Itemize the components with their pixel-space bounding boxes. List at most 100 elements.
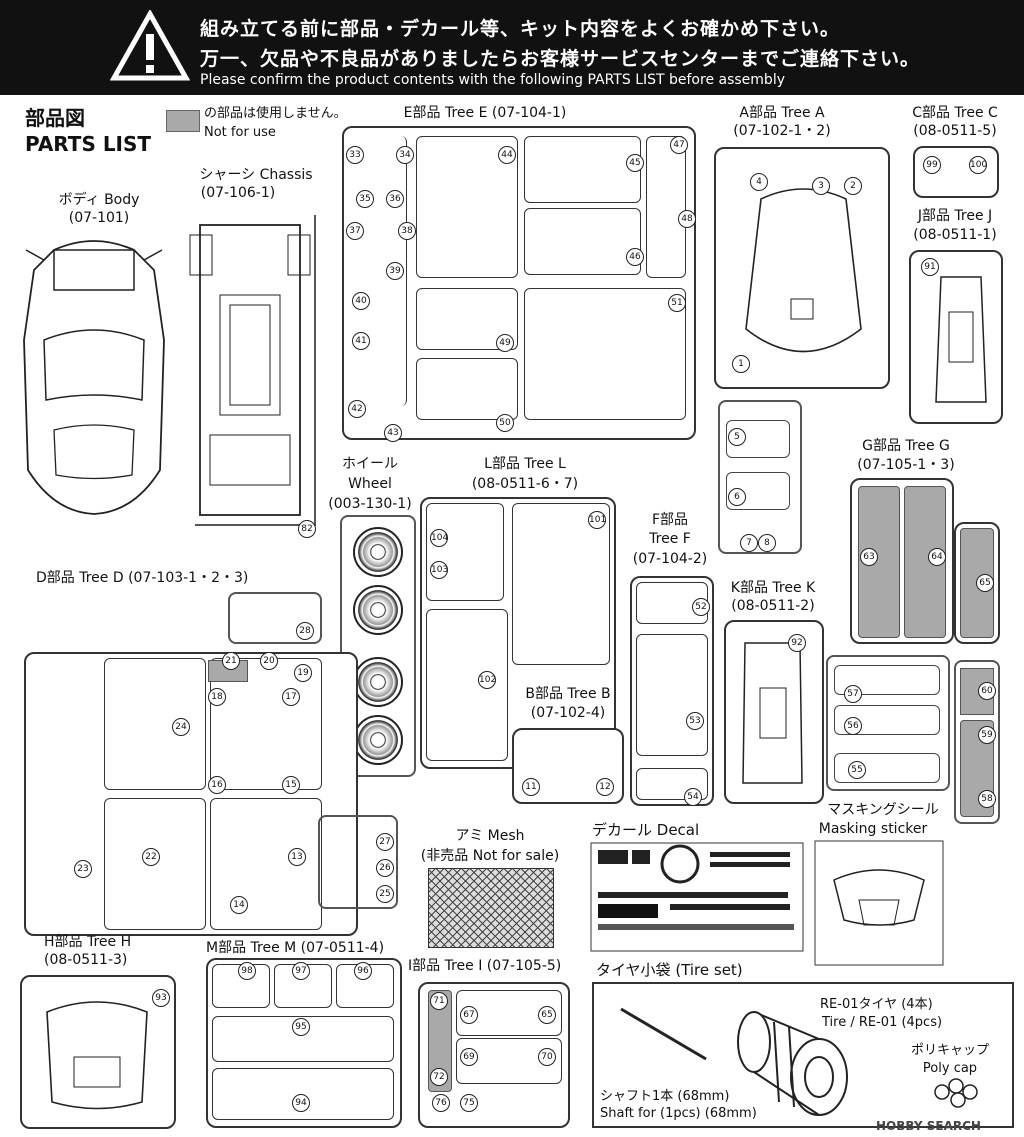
tree-l-label: L部品 Tree L [484, 456, 566, 472]
part-number: 11 [522, 778, 540, 796]
tree-e-frame: 33 34 35 36 37 38 39 40 41 42 43 44 45 4… [342, 126, 696, 442]
masking-label-jp: マスキングシール [827, 802, 939, 818]
header-line-1: 組み立てる前に部品・デカール等、キット内容をよくお確かめ下さい。 [200, 18, 841, 40]
body-shell-drawing [23, 240, 165, 515]
part-number: 40 [352, 292, 370, 310]
wheel-frame [340, 515, 416, 777]
header-line-2: 万一、欠品や不良品がありましたらお客様サービスセンターまでご連絡下さい。 [200, 48, 921, 70]
tree-d-label: D部品 Tree D (07-103-1・2・3) [36, 570, 249, 586]
tree-a-sub-frame: 5 6 7 8 [718, 400, 802, 554]
tree-h-code: (08-0511-3) [44, 952, 128, 968]
chassis-code: (07-106-1) [200, 185, 276, 201]
part-number: 52 [692, 598, 710, 616]
poly-cap-label-en: Poly cap [922, 1061, 978, 1076]
part-number: 65 [976, 574, 994, 592]
part-number: 55 [848, 761, 866, 779]
body-code: (07-101) [68, 210, 130, 226]
part-number: 13 [288, 848, 306, 866]
poly-cap-drawing [934, 1078, 978, 1108]
mesh-label-1: アミ Mesh [455, 828, 525, 844]
part-number: 49 [496, 334, 514, 352]
part-number: 37 [346, 222, 364, 240]
part-number: 43 [384, 424, 402, 442]
part-number: 50 [496, 414, 514, 432]
mesh-part [428, 868, 554, 948]
tire-drawing [737, 1011, 848, 1116]
part-number: 48 [678, 210, 696, 228]
part-number: 34 [396, 146, 414, 164]
part-number: 8 [758, 534, 776, 552]
tree-a-code: (07-102-1・2) [733, 123, 831, 139]
tree-j-label: J部品 Tree J [917, 208, 993, 224]
tree-h-label: H部品 Tree H [44, 934, 132, 950]
tree-b-frame: 11 12 [512, 728, 624, 804]
legend-en: Not for use [204, 125, 276, 140]
tree-j-code: (08-0511-1) [913, 227, 997, 243]
part-number: 93 [152, 989, 170, 1007]
page-title-jp: 部品図 [25, 106, 85, 130]
shaft-label-jp: シャフト1本 (68mm) [600, 1089, 730, 1104]
masking-label-en: Masking sticker [818, 821, 928, 837]
part-number: 47 [670, 136, 688, 154]
decal-sheet [590, 842, 804, 952]
tree-f-code: (07-104-2) [632, 551, 708, 567]
tree-h-frame: 93 [20, 975, 176, 1129]
part-number: 65 [538, 1006, 556, 1024]
tree-k-label: K部品 Tree K [730, 580, 816, 596]
tree-b-label: B部品 Tree B [525, 686, 611, 702]
tree-l-code: (08-0511-6・7) [471, 476, 579, 492]
shaft-drawing [620, 1007, 707, 1061]
tire-set-box: RE-01タイヤ (4本) Tire / RE-01 (4pcs) ポリキャップ… [592, 982, 1014, 1128]
part-number: 23 [74, 860, 92, 878]
wheel-part [353, 527, 403, 577]
poly-cap-label-jp: ポリキャップ [910, 1043, 989, 1058]
part-number: 39 [386, 262, 404, 280]
part-number: 103 [430, 561, 448, 579]
part-number: 25 [376, 885, 394, 903]
part-number: 63 [860, 548, 878, 566]
wheel-part [353, 585, 403, 635]
part-number: 97 [292, 962, 310, 980]
part-number: 56 [844, 717, 862, 735]
part-number: 95 [292, 1018, 310, 1036]
tree-m-label: M部品 Tree M (07-0511-4) [206, 940, 385, 956]
part-number: 104 [430, 529, 448, 547]
part-number: 75 [460, 1094, 478, 1112]
tree-c-code: (08-0511-5) [913, 123, 997, 139]
tree-g-label: G部品 Tree G [862, 438, 950, 454]
wheel-part [353, 657, 403, 707]
tree-a-frame: 4 3 2 1 [714, 147, 890, 389]
watermark: HOBBY SEARCH [876, 1119, 981, 1133]
page-title-en: PARTS LIST [25, 132, 152, 156]
part-number: 57 [844, 685, 862, 703]
wheel-part [353, 715, 403, 765]
part-number: 38 [398, 222, 416, 240]
tree-c-frame: 99 100 [913, 146, 999, 198]
part-number: 20 [260, 652, 278, 670]
tree-k-code: (08-0511-2) [731, 598, 815, 614]
part-number: 100 [969, 156, 987, 174]
part-number: 1 [732, 355, 750, 373]
decal-label: デカール Decal [592, 821, 700, 839]
part-number: 99 [923, 156, 941, 174]
part-number: 36 [386, 190, 404, 208]
tree-l-frame: 104 103 101 102 [420, 497, 616, 769]
chassis-label: シャーシ Chassis [199, 167, 313, 183]
warning-header: 組み立てる前に部品・デカール等、キット内容をよくお確かめ下さい。 万一、欠品や不… [0, 0, 1024, 95]
tire-label-en: Tire / RE-01 (4pcs) [822, 1015, 943, 1030]
part-number: 70 [538, 1048, 556, 1066]
tree-d-frame: 21 20 19 18 17 24 16 15 22 23 14 13 [24, 652, 358, 936]
part-number: 102 [478, 671, 496, 689]
part-number: 98 [238, 962, 256, 980]
tree-d-frame-side: 27 26 25 [318, 815, 398, 909]
part-number: 101 [588, 511, 606, 529]
wheel-code: (003-130-1) [328, 496, 412, 512]
tree-b-code: (07-102-4) [530, 705, 606, 721]
part-number: 72 [430, 1068, 448, 1086]
part-number: 16 [208, 776, 226, 794]
part-number: 76 [432, 1094, 450, 1112]
shaft-label-en: Shaft for (1pcs) (68mm) [600, 1106, 757, 1121]
part-number: 67 [460, 1006, 478, 1024]
tree-g-frame-b: 65 [954, 522, 1000, 644]
part-number: 15 [282, 776, 300, 794]
